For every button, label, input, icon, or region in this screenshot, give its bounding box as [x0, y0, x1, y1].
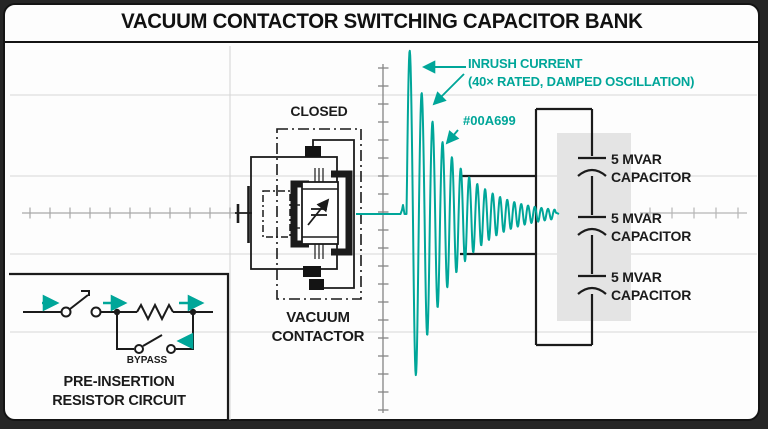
switch-post: [60, 306, 72, 318]
current-flow-arrows: [42, 294, 205, 350]
title-bar: VACUUM CONTACTOR SWITCHING CAPACITOR BAN…: [3, 3, 760, 43]
inrush-annotation: INRUSH CURRENT (40× RATED, DAMPED OSCILL…: [468, 56, 695, 89]
vacuum-bottle: [301, 181, 339, 245]
contactor-name-label: VACUUM CONTACTOR: [271, 309, 365, 345]
vertical-axis-ruler: [378, 64, 389, 413]
inset-title: PRE-INSERTION RESISTOR CIRCUIT: [52, 374, 186, 409]
vacuum-contactor-symbol: [235, 128, 362, 300]
bypass-switch-blade: [142, 334, 163, 347]
horizontal-ruler-left: [22, 207, 236, 219]
capacitor-bank-panel: [557, 133, 631, 321]
capacitor-symbol-1: [577, 156, 607, 177]
junction-dot: [189, 308, 197, 316]
bypass-post: [166, 344, 176, 354]
bypass-branch: [116, 312, 194, 350]
preinsertion-inset: [9, 272, 230, 421]
capacitor-label-2: 5 MVAR CAPACITOR: [611, 210, 692, 244]
bottom-contact-block: [303, 266, 321, 277]
horizontal-ruler-right: [640, 207, 747, 219]
capacitor-label-3: 5 MVAR CAPACITOR: [611, 269, 692, 303]
bottle-stems: [314, 168, 324, 259]
switch-post: [90, 306, 102, 318]
capacitor-symbol-2: [577, 215, 607, 236]
contactor-state-label: CLOSED: [290, 103, 348, 119]
junction-dot: [113, 308, 121, 316]
bypass-post: [134, 344, 144, 354]
bypass-label: BYPASS: [126, 355, 168, 366]
contactor-wiring: [312, 139, 355, 289]
capacitor-label-1: 5 MVAR CAPACITOR: [611, 151, 692, 185]
busbar-outline: [460, 107, 607, 347]
capacitor-symbol-3: [577, 274, 607, 295]
right-contact-bracket: [331, 170, 353, 256]
annotation-arrows: [422, 60, 466, 145]
variable-contact-symbol: [307, 198, 330, 226]
resistor-zigzag: [136, 302, 174, 322]
inset-border: [9, 272, 230, 421]
stem-contact-block: [309, 279, 324, 290]
arrow-to-envelope: [445, 129, 460, 145]
top-contact-block: [305, 146, 321, 157]
waveform-color-label: #00A699: [463, 113, 516, 128]
page-title: VACUUM CONTACTOR SWITCHING CAPACITOR BAN…: [120, 10, 643, 33]
series-switch-blade: [69, 290, 90, 310]
inrush-current-waveform: [356, 49, 560, 377]
actuator-dashed-box: [262, 190, 291, 238]
arrow-to-second-spike: [432, 73, 465, 106]
